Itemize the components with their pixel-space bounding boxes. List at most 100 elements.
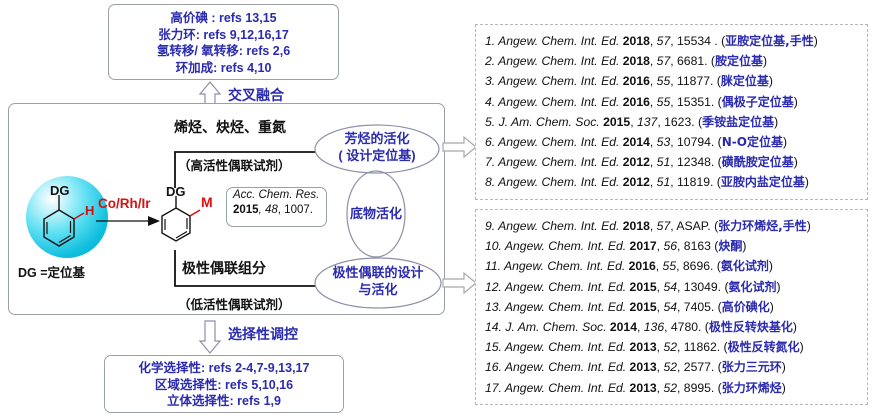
reference-journal: Angew. Chem. Int. Ed. xyxy=(498,135,620,150)
reference-annotation: 极性反转炔基化 xyxy=(708,320,793,335)
reference-number: 10. xyxy=(485,239,502,254)
ellipse-arene-line-2: ( 设计定位基) xyxy=(338,148,416,163)
reference-page: 10794. xyxy=(677,135,715,150)
reference-item: 2. Angew. Chem. Int. Ed. 2018, 57, 6681.… xyxy=(485,54,768,69)
reference-page: 12348. xyxy=(677,155,715,170)
top-themes-box: 高价碘 : refs 13,15 张力环: refs 9,12,16,17 氢转… xyxy=(108,4,339,80)
reference-volume: 55 xyxy=(656,74,671,89)
reference-year: 2012 xyxy=(622,155,650,170)
reference-volume: 54 xyxy=(663,299,678,314)
reference-journal: Angew. Chem. Int. Ed. xyxy=(504,380,627,395)
reference-journal: Angew. Chem. Int. Ed. xyxy=(498,219,620,233)
ellipse-substrate-line-1: 底物活化 xyxy=(349,206,402,221)
reference-annotation: 高价碘化 xyxy=(721,299,770,314)
reference-annotation: 偶极子定位基 xyxy=(721,94,794,109)
reference-year: 2013 xyxy=(629,360,657,375)
reference-volume: 57 xyxy=(656,219,671,233)
reference-number: 5. xyxy=(485,114,496,129)
reference-number: 1. xyxy=(485,34,496,48)
top-theme-line-2: 张力环: refs 9,12,16,17 xyxy=(158,27,289,42)
reference-annotation: 胺定位基 xyxy=(714,54,763,69)
reference-annotation: 氨化试剂 xyxy=(728,279,777,294)
selectivity-line-3: 立体选择性: refs 1,9 xyxy=(167,394,281,408)
reference-annotation: 氨化试剂 xyxy=(720,259,769,274)
reference-volume: 137 xyxy=(637,114,658,129)
reference-year: 2013 xyxy=(629,380,657,395)
bottom-route-sublabel: （低活性偶联试剂） xyxy=(178,298,291,312)
reference-item: 14. J. Am. Chem. Soc. 2014, 136, 4780. (… xyxy=(485,320,797,335)
reference-item: 12. Angew. Chem. Int. Ed. 2015, 54, 1304… xyxy=(485,279,781,294)
connector-arrow-bottom-icon xyxy=(442,271,477,295)
reference-page: 1623. xyxy=(664,114,695,129)
reference-volume: 52 xyxy=(663,380,678,395)
ellipse-arene-line-1: 芳烃的活化 xyxy=(344,131,410,146)
product-arene-structure xyxy=(161,196,201,242)
reference-number: 15. xyxy=(485,340,502,355)
reference-item: 9. Angew. Chem. Int. Ed. 2018, 57, ASAP.… xyxy=(485,219,811,233)
reference-number: 7. xyxy=(485,155,496,170)
dg-definition-label: DG =定位基 xyxy=(18,266,86,280)
catalyst-label: Co/Rh/Ir xyxy=(98,196,151,211)
citation-year: 2015 xyxy=(233,204,259,216)
reference-journal: Angew. Chem. Int. Ed. xyxy=(504,360,627,375)
reference-annotation: 亚胺内盐定位基 xyxy=(720,175,805,190)
citation-volume: 48 xyxy=(264,204,278,216)
reference-item: 6. Angew. Chem. Int. Ed. 2014, 53, 10794… xyxy=(485,135,788,150)
reference-journal: J. Am. Chem. Soc. xyxy=(505,320,607,335)
reference-item: 17. Angew. Chem. Int. Ed. 2013, 52, 8995… xyxy=(485,380,786,395)
reference-annotation: 张力三元环 xyxy=(721,360,782,375)
reference-year: 2018 xyxy=(622,219,650,233)
ellipse-polar-line-1: 极性偶联的设计 xyxy=(332,265,424,280)
top-route-sublabel: （高活性偶联试剂） xyxy=(178,159,291,173)
ellipse-polar-coupling: 极性偶联的设计 与活化 xyxy=(313,256,443,310)
connector-arrow-top-icon xyxy=(442,135,477,159)
reference-year: 2018 xyxy=(622,34,650,48)
reference-year: 2013 xyxy=(629,340,657,355)
reference-item: 4. Angew. Chem. Int. Ed. 2016, 55, 15351… xyxy=(485,94,798,109)
reference-page: 8995. xyxy=(683,380,715,395)
reference-number: 8. xyxy=(485,175,496,190)
reference-annotation: N-O定位基 xyxy=(721,135,783,150)
reference-page: 6681. xyxy=(677,54,708,69)
reference-page: 8163 xyxy=(683,239,711,254)
reference-annotation: 极性反转氮化 xyxy=(727,340,800,355)
product-metal-label: M xyxy=(201,194,213,210)
reference-volume: 54 xyxy=(663,279,678,294)
reference-journal: Angew. Chem. Int. Ed. xyxy=(498,34,620,48)
reference-journal: Angew. Chem. Int. Ed. xyxy=(504,299,627,314)
reference-item: 13. Angew. Chem. Int. Ed. 2015, 54, 7405… xyxy=(485,299,774,314)
reference-year: 2018 xyxy=(622,54,650,69)
reference-year: 2017 xyxy=(629,239,657,254)
reference-page: 7405. xyxy=(683,299,715,314)
reference-annotation: 张力环烯烃,手性 xyxy=(718,219,807,233)
reference-number: 14. xyxy=(485,320,502,335)
reference-item: 8. Angew. Chem. Int. Ed. 2012, 51, 11819… xyxy=(485,175,809,190)
reference-page: 11819. xyxy=(677,175,714,190)
ellipse-arene-activation: 芳烃的活化 ( 设计定位基) xyxy=(313,123,441,175)
reference-annotation: 亚胺定位基,手性 xyxy=(725,34,814,48)
bottom-route-label: 极性偶联组分 xyxy=(182,260,266,276)
reference-journal: Angew. Chem. Int. Ed. xyxy=(498,74,620,89)
selectivity-line-2: 区域选择性: refs 5,10,16 xyxy=(154,377,294,392)
reference-panel-polar-coupling: 9. Angew. Chem. Int. Ed. 2018, 57, ASAP.… xyxy=(475,209,868,405)
reference-number: 17. xyxy=(485,380,502,395)
reference-annotation: 张力环烯烃 xyxy=(721,380,782,395)
reference-page: 15534 . xyxy=(677,34,718,48)
reference-volume: 51 xyxy=(656,175,671,190)
reference-page: 4780. xyxy=(670,320,702,335)
reference-journal: Angew. Chem. Int. Ed. xyxy=(498,54,620,69)
reference-page: 15351. xyxy=(677,94,715,109)
reference-year: 2016 xyxy=(622,94,650,109)
reference-page: 13049. xyxy=(683,279,722,294)
reference-annotation: 季铵盐定位基 xyxy=(702,114,775,129)
reference-number: 2. xyxy=(485,54,496,69)
substrate-h-label: H xyxy=(85,203,95,218)
citation-journal: Acc. Chem. Res. xyxy=(233,189,320,201)
reference-item: 1. Angew. Chem. Int. Ed. 2018, 57, 15534… xyxy=(485,34,818,48)
reference-volume: 55 xyxy=(662,259,677,274)
reference-journal: Angew. Chem. Int. Ed. xyxy=(498,94,620,109)
reference-number: 4. xyxy=(485,94,496,109)
top-theme-line-1: 高价碘 : refs 13,15 xyxy=(170,11,277,25)
reference-item: 7. Angew. Chem. Int. Ed. 2012, 51, 12348… xyxy=(485,155,798,170)
reference-number: 13. xyxy=(485,299,502,314)
